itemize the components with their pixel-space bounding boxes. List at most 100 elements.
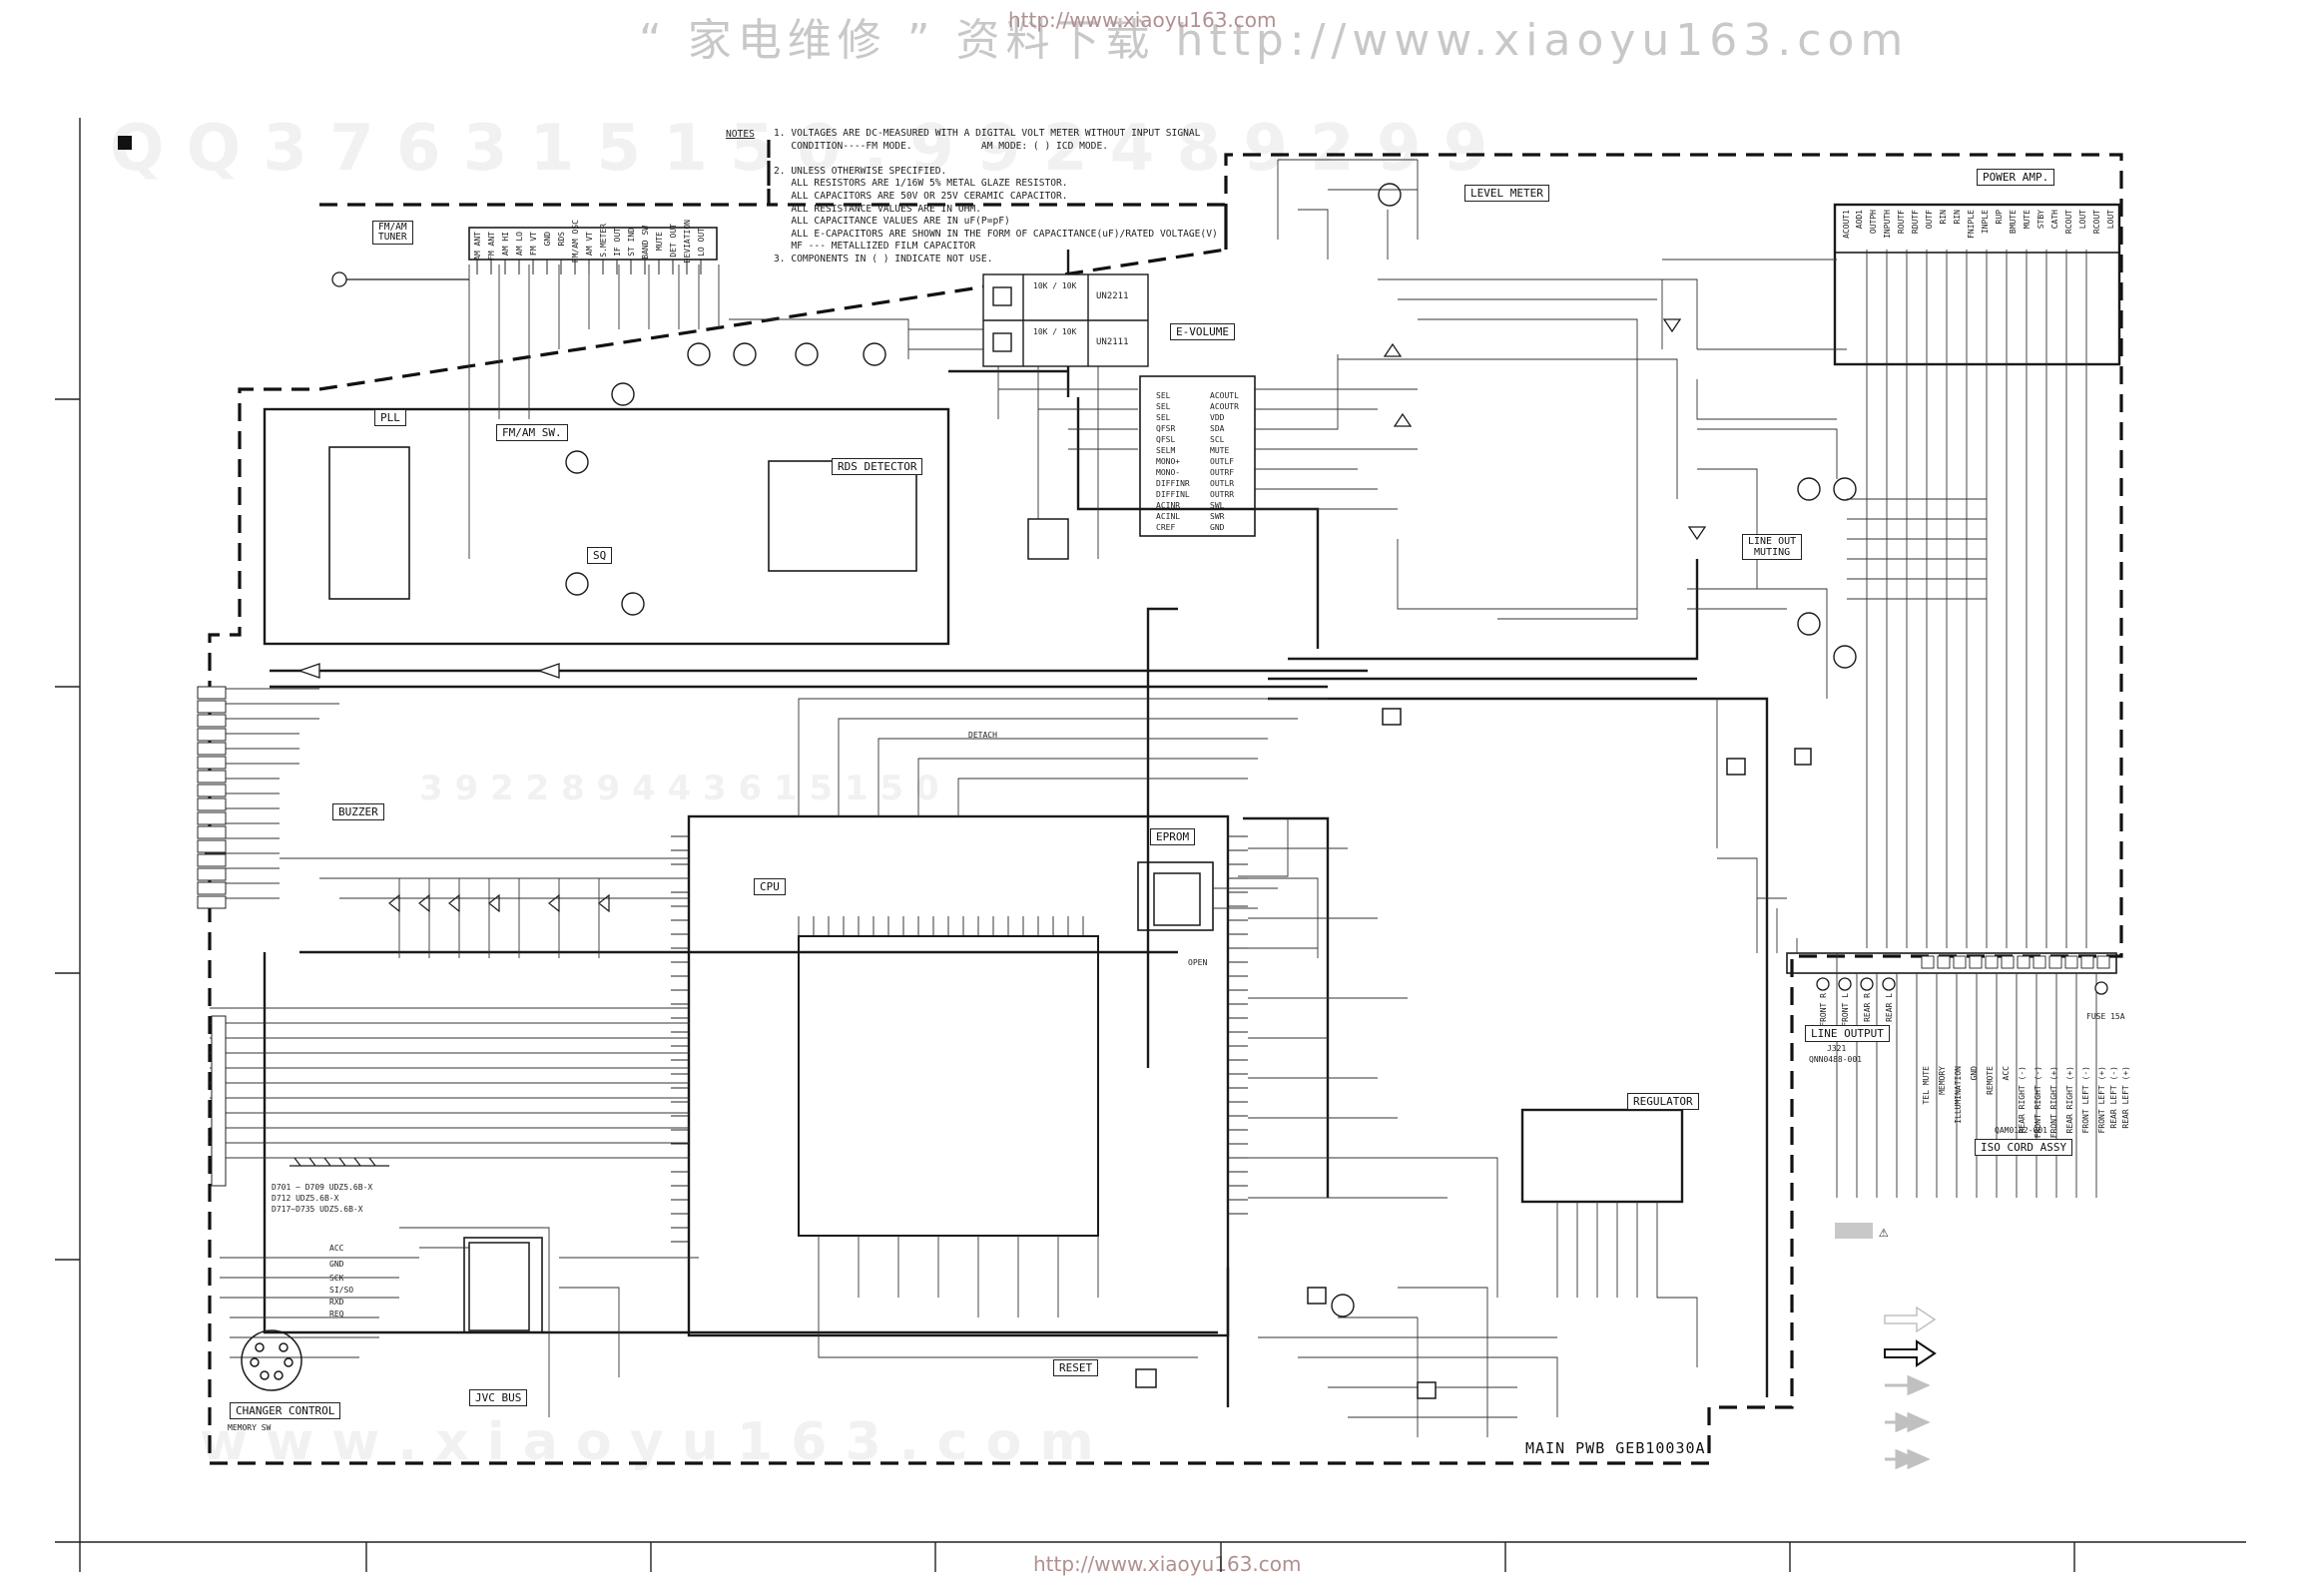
pamp-pin-4: INPUTH [1883, 210, 1892, 239]
evol-r-11: SWL [1210, 501, 1225, 510]
part-iso-code: QAM0182-001 [1995, 1126, 2047, 1135]
evol-l-1: SEL [1156, 391, 1171, 400]
changer-pin-5: RXD [329, 1298, 344, 1307]
pamp-pin-10: FNIPLE [1967, 210, 1976, 239]
notes-body: 1. VOLTAGES ARE DC-MEASURED WITH A DIGIT… [774, 128, 1218, 264]
pamp-pin-19: RCOUT [2092, 210, 2101, 235]
evol-r-4: SDA [1210, 424, 1225, 433]
iso-pin-4: GND [1970, 1066, 1979, 1081]
evol-l-7: MONO+ [1156, 457, 1181, 466]
diode-note-3: D717~D735 UDZ5.6B-X [272, 1205, 363, 1214]
tuner-pin-1: AM ANT [473, 232, 482, 261]
transistor-table [982, 273, 1149, 367]
evol-r-1: ACOUTL [1210, 391, 1239, 400]
line-out-rr: REAR R [1863, 993, 1872, 1022]
label-eprom: EPROM [1150, 828, 1196, 845]
pamp-pin-11: INPLE [1981, 210, 1990, 235]
evol-r-10: OUTRR [1210, 490, 1235, 499]
evol-l-9: DIFFINR [1156, 479, 1190, 488]
tr-table-values-2: 10K / 10K [1033, 327, 1077, 336]
evol-l-13: CREF [1156, 523, 1176, 532]
tuner-pin-6: GND [543, 232, 552, 247]
notes-header: NOTES [726, 129, 755, 140]
evol-r-12: SWR [1210, 512, 1225, 521]
label-e-volume: E-VOLUME [1170, 323, 1235, 340]
diode-note-1: D701 ~ D709 UDZ5.6B-X [272, 1183, 373, 1192]
part-detach: DETACH [968, 731, 997, 740]
ghost-qq: Q Q 3 7 6 3 1 5 1 5 0 . 9 9 2 4 8 9 2 9 … [110, 112, 1488, 186]
evol-l-11: ACINR [1156, 501, 1181, 510]
label-buzzer: BUZZER [332, 803, 384, 820]
pamp-pin-5: ROUTF [1897, 210, 1906, 235]
corner-marker [118, 136, 132, 150]
pamp-pin-8: RIN [1939, 210, 1948, 225]
tuner-pin-4: AM LO [515, 232, 524, 257]
iso-pin-12: FRONT LEFT (+) [2097, 1066, 2106, 1134]
pamp-pin-15: STBY [2036, 210, 2045, 230]
pamp-pin-16: CATH [2050, 210, 2059, 230]
changer-pin-3: SCK [329, 1274, 344, 1283]
tuner-pin-15: DET OUT [669, 224, 678, 258]
label-sq: SQ [587, 547, 613, 564]
tuner-pin-3: AM HI [501, 232, 510, 257]
line-out-rl: REAR L [1885, 993, 1894, 1022]
part-fuse: FUSE 15A [2086, 1012, 2125, 1021]
iso-pin-11: FRONT LEFT (-) [2081, 1066, 2090, 1134]
changer-pin-1: ACC [329, 1244, 344, 1253]
warning-icon: ⚠ [1879, 1222, 1889, 1241]
iso-pin-1: TEL MUTE [1922, 1066, 1931, 1105]
label-changer-control: CHANGER CONTROL [230, 1402, 341, 1419]
tuner-pin-5: FM VT [529, 232, 538, 257]
tuner-pin-10: S.METER [599, 224, 608, 258]
label-rds-detector: RDS DETECTOR [832, 458, 923, 475]
evol-l-12: ACINL [1156, 512, 1181, 521]
pamp-pin-14: MUTE [2023, 210, 2032, 230]
evol-l-6: SELM [1156, 446, 1176, 455]
evol-l-2: SEL [1156, 402, 1171, 411]
label-power-amp: POWER AMP. [1977, 169, 2055, 186]
tuner-pin-2: FM ANT [487, 232, 496, 261]
evol-r-6: MUTE [1210, 446, 1230, 455]
diode-note-2: D712 UDZ5.6B-X [272, 1194, 339, 1203]
evol-l-10: DIFFINL [1156, 490, 1190, 499]
label-main-pwb: MAIN PWB GEB10030A [1525, 1439, 1706, 1457]
ghost-mid: 3 9 2 2 8 9 4 4 3 6 1 5 1 5 0 [419, 769, 939, 808]
tuner-pin-14: MUTE [655, 232, 664, 252]
tuner-pin-11: IF OUT [613, 228, 622, 257]
evol-l-3: SEL [1156, 413, 1171, 422]
pamp-pin-3: OUTPH [1869, 210, 1878, 235]
iso-pin-13: REAR LEFT (-) [2109, 1066, 2118, 1129]
part-open: OPEN [1188, 958, 1208, 967]
evol-l-5: QFSL [1156, 435, 1176, 444]
pamp-pin-18: LOUT [2078, 210, 2087, 230]
tuner-pin-12: ST IND [627, 228, 636, 257]
label-cpu: CPU [754, 878, 786, 895]
tr-table-part-2: UN2111 [1096, 337, 1129, 347]
pamp-pin-20: LOUT [2106, 210, 2115, 230]
changer-pin-2: GND [329, 1260, 344, 1269]
tuner-pin-17: LO OUT [697, 228, 706, 257]
evol-r-9: OUTLR [1210, 479, 1235, 488]
iso-pin-10: REAR RIGHT (+) [2065, 1066, 2074, 1134]
iso-pin-14: REAR LEFT (+) [2121, 1066, 2130, 1129]
pamp-pin-2: AOD1 [1855, 210, 1864, 230]
part-line-jack: J321 [1827, 1044, 1847, 1053]
pamp-pin-6: RDUTF [1911, 210, 1920, 235]
iso-pin-6: ACC [2002, 1066, 2011, 1081]
pamp-pin-1: ACOUT1 [1842, 210, 1851, 239]
tuner-pin-7: RDS [557, 232, 566, 247]
tuner-pin-9: AM VT [585, 232, 594, 257]
part-line-jack-code: QNN0488-001 [1809, 1055, 1862, 1064]
pamp-pin-17: RCOUT [2064, 210, 2073, 235]
evol-r-8: OUTRF [1210, 468, 1235, 477]
part-memory-sw: MEMORY SW [228, 1423, 272, 1432]
watermark-bottom-url: http://www.xiaoyu163.com [1033, 1552, 1302, 1576]
tr-table-values-1: 10K / 10K [1033, 281, 1077, 290]
pamp-pin-7: OUTF [1925, 210, 1934, 230]
label-regulator: REGULATOR [1627, 1093, 1699, 1110]
line-out-fl: FRONT L [1841, 993, 1850, 1027]
changer-pin-6: REQ [329, 1310, 344, 1318]
watermark-top: “ 家电维修 ” 资料下载 http://www.xiaoyu163.com [639, 15, 1910, 66]
label-fm-am-sw: FM/AM SW. [496, 424, 568, 441]
